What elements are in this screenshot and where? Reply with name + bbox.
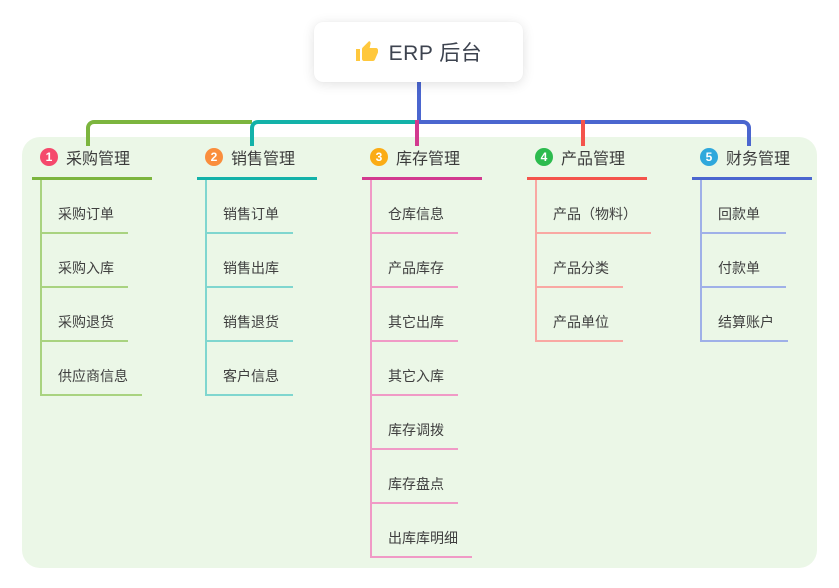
branch-heading-1[interactable]: 1 采购管理 xyxy=(32,137,152,180)
child-node-label: 产品单位 xyxy=(553,314,609,330)
child-node-label: 付款单 xyxy=(718,260,760,276)
child-node[interactable]: 库存盘点 xyxy=(372,450,458,504)
connector-branch-3 xyxy=(415,120,419,146)
child-node[interactable]: 供应商信息 xyxy=(42,342,142,396)
child-node-label: 结算账户 xyxy=(718,314,774,330)
child-node-label: 库存盘点 xyxy=(388,476,444,492)
branch-number-badge: 5 xyxy=(700,148,718,166)
child-node-label: 客户信息 xyxy=(223,368,279,384)
connector-branch-4 xyxy=(581,120,585,146)
child-node-label: 出库库明细 xyxy=(388,530,458,546)
child-node-label: 采购退货 xyxy=(58,314,114,330)
branch-label: 产品管理 xyxy=(561,151,626,168)
connector-root xyxy=(417,82,421,122)
child-node[interactable]: 产品单位 xyxy=(537,288,623,342)
branches-panel xyxy=(22,137,817,568)
branch-heading-5[interactable]: 5 财务管理 xyxy=(692,137,812,180)
connector-branch-2 xyxy=(250,120,418,146)
child-list: 仓库信息产品库存其它出库其它入库库存调拨库存盘点出库库明细 xyxy=(370,180,522,558)
child-node-label: 其它出库 xyxy=(388,314,444,330)
branch-heading-3[interactable]: 3 库存管理 xyxy=(362,137,482,180)
child-node[interactable]: 库存调拨 xyxy=(372,396,458,450)
child-node-label: 产品（物料） xyxy=(553,206,637,222)
connector-branch-1 xyxy=(86,120,252,146)
child-node[interactable]: 客户信息 xyxy=(207,342,293,396)
child-node[interactable]: 仓库信息 xyxy=(372,180,458,234)
child-node[interactable]: 产品库存 xyxy=(372,234,458,288)
child-node[interactable]: 销售订单 xyxy=(207,180,293,234)
thumbs-up-icon xyxy=(355,40,379,64)
child-node[interactable]: 销售退货 xyxy=(207,288,293,342)
child-node-label: 销售订单 xyxy=(223,206,279,222)
child-node[interactable]: 其它入库 xyxy=(372,342,458,396)
child-node-label: 回款单 xyxy=(718,206,760,222)
child-node-label: 库存调拨 xyxy=(388,422,444,438)
child-node-label: 采购订单 xyxy=(58,206,114,222)
branch-heading-2[interactable]: 2 销售管理 xyxy=(197,137,317,180)
child-node[interactable]: 其它出库 xyxy=(372,288,458,342)
child-list: 销售订单销售出库销售退货客户信息 xyxy=(205,180,357,396)
child-node[interactable]: 采购订单 xyxy=(42,180,128,234)
branch-label: 库存管理 xyxy=(396,151,461,168)
child-node[interactable]: 结算账户 xyxy=(702,288,788,342)
child-list: 产品（物料） 产品分类产品单位 xyxy=(535,180,687,342)
branch-number-badge: 4 xyxy=(535,148,553,166)
child-node-label: 仓库信息 xyxy=(388,206,444,222)
child-node-label: 销售出库 xyxy=(223,260,279,276)
root-title: ERP 后台 xyxy=(388,42,483,65)
branch-number-badge: 2 xyxy=(205,148,223,166)
child-node-label: 其它入库 xyxy=(388,368,444,384)
child-node[interactable]: 采购退货 xyxy=(42,288,128,342)
branch-label: 采购管理 xyxy=(66,151,131,168)
branch-label: 销售管理 xyxy=(231,151,296,168)
child-node[interactable]: 销售出库 xyxy=(207,234,293,288)
child-node[interactable]: 出库库明细 xyxy=(372,504,472,558)
branch-column-2: 2 销售管理销售订单销售出库销售退货客户信息 xyxy=(197,137,357,396)
child-node-label: 产品库存 xyxy=(388,260,444,276)
child-node[interactable]: 产品分类 xyxy=(537,234,623,288)
child-node-label: 销售退货 xyxy=(223,314,279,330)
root-node[interactable]: ERP 后台 xyxy=(314,22,523,82)
child-node[interactable]: 付款单 xyxy=(702,234,786,288)
branch-column-4: 4 产品管理产品（物料） 产品分类产品单位 xyxy=(527,137,687,342)
branch-column-3: 3 库存管理仓库信息产品库存其它出库其它入库库存调拨库存盘点出库库明细 xyxy=(362,137,522,558)
branch-label: 财务管理 xyxy=(726,151,791,168)
branch-column-5: 5 财务管理回款单付款单结算账户 xyxy=(692,137,839,342)
child-node[interactable]: 回款单 xyxy=(702,180,786,234)
child-node-label: 供应商信息 xyxy=(58,368,128,384)
branch-number-badge: 3 xyxy=(370,148,388,166)
child-list: 回款单付款单结算账户 xyxy=(700,180,839,342)
child-node[interactable]: 产品（物料） xyxy=(537,180,651,234)
child-list: 采购订单采购入库采购退货供应商信息 xyxy=(40,180,192,396)
branch-heading-4[interactable]: 4 产品管理 xyxy=(527,137,647,180)
branch-number-badge: 1 xyxy=(40,148,58,166)
child-node-label: 采购入库 xyxy=(58,260,114,276)
child-node-label: 产品分类 xyxy=(553,260,609,276)
child-node[interactable]: 采购入库 xyxy=(42,234,128,288)
branch-column-1: 1 采购管理采购订单采购入库采购退货供应商信息 xyxy=(32,137,192,396)
